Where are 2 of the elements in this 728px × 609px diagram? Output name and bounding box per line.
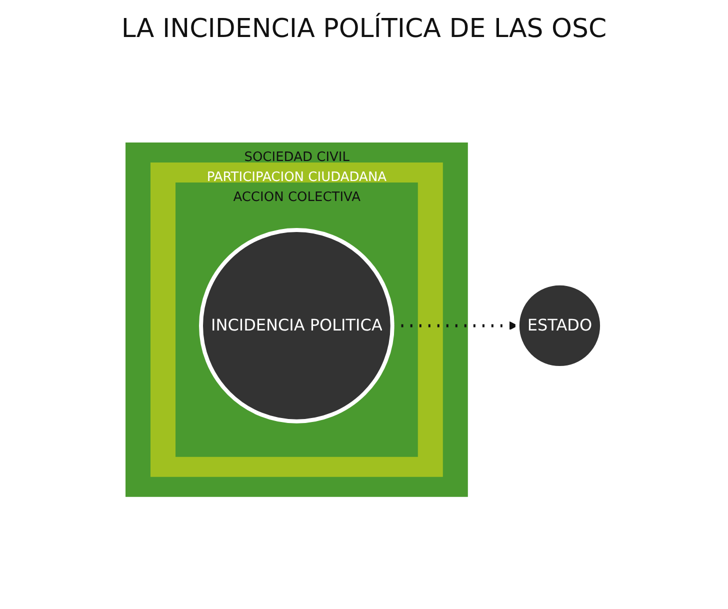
diagram-title: LA INCIDENCIA POLÍTICA DE LAS OSC xyxy=(120,14,608,44)
node-circle: INCIDENCIA POLITICA xyxy=(198,228,394,424)
